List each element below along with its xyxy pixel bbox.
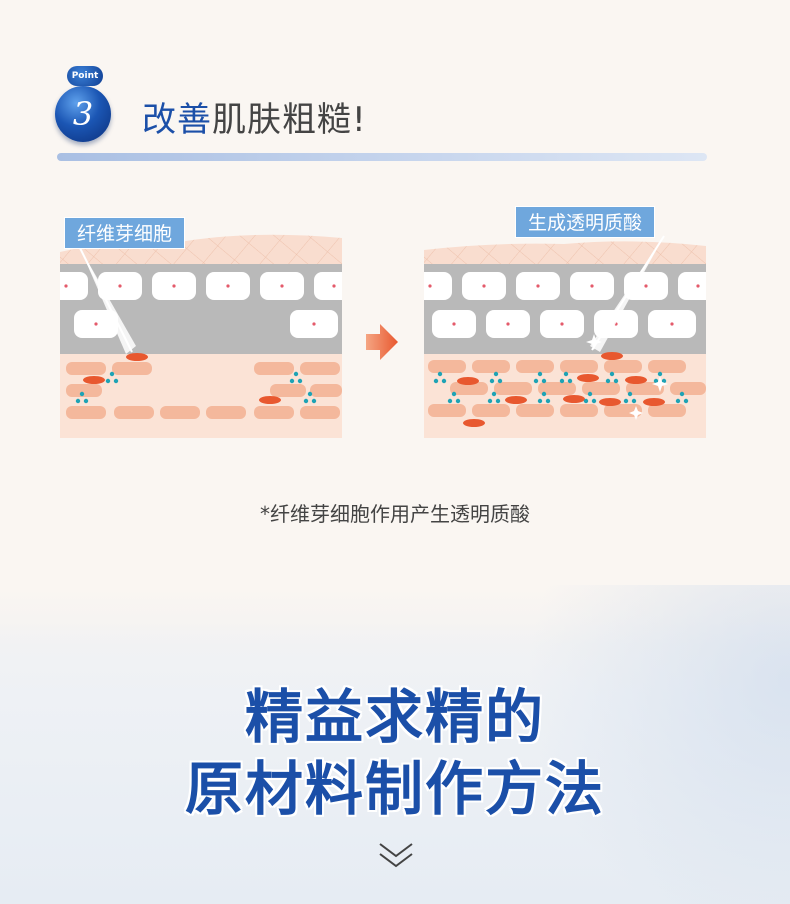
- hyaluronic-callout: 生成透明质酸: [515, 206, 656, 238]
- point-title: 改善肌肤粗糙!: [142, 92, 367, 141]
- divider: [57, 153, 707, 161]
- point-title-highlight: 改善: [142, 100, 212, 140]
- skin-before-illustration: [60, 234, 342, 438]
- point-number: 3: [72, 95, 94, 133]
- fibroblast-callout: 纤维芽细胞: [64, 217, 186, 249]
- skin-after-illustration: [424, 235, 706, 438]
- arrow-right-icon: [366, 324, 398, 360]
- double-chevron-down-icon[interactable]: [377, 840, 415, 870]
- illustration-caption: *纤维芽细胞作用产生透明质酸: [260, 502, 530, 526]
- section-title-line2: 原材料制作方法: [184, 755, 605, 823]
- point-label: Point: [67, 66, 103, 86]
- section-title-line1: 精益求精的: [244, 683, 545, 751]
- point-title-rest: 肌肤粗糙!: [212, 100, 367, 140]
- material-section: [0, 585, 790, 904]
- point-badge-icon: Point 3: [55, 62, 115, 142]
- point-circle: [55, 86, 111, 142]
